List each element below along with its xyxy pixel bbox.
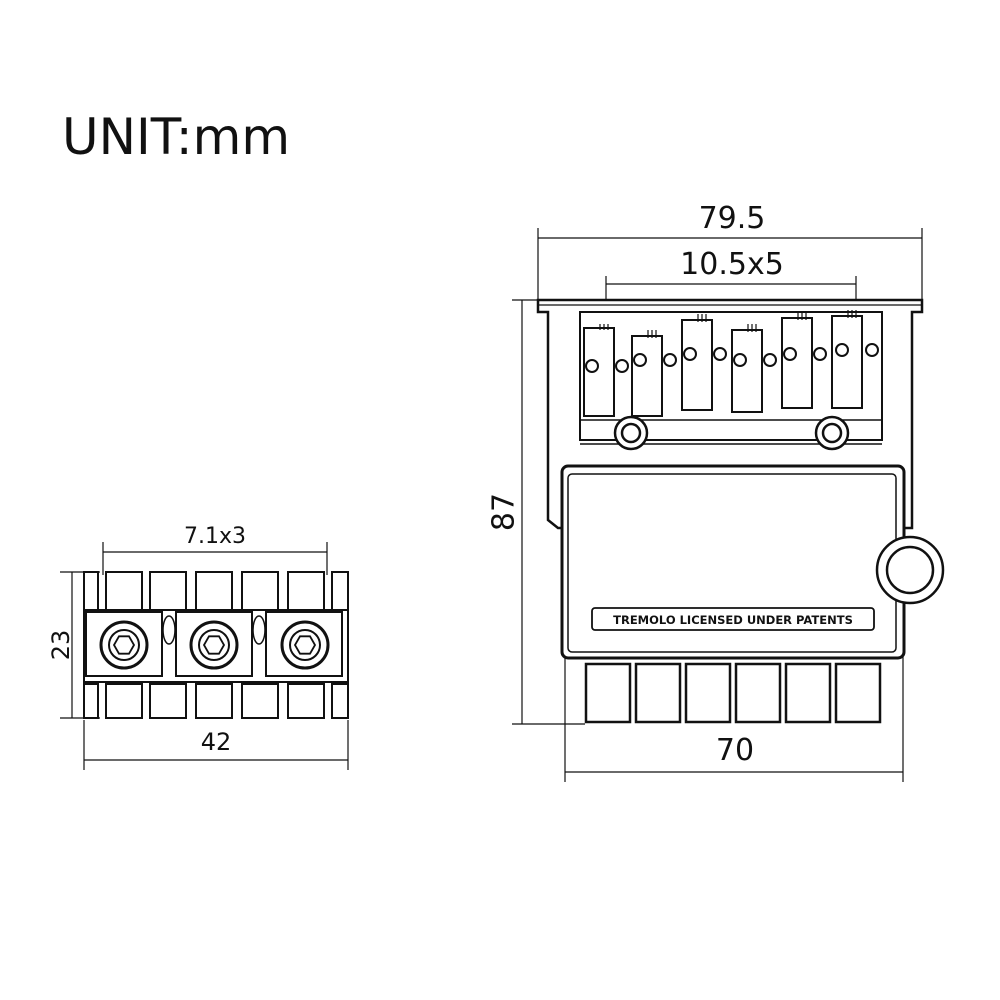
base-width-dimension: 70 <box>716 733 754 768</box>
saddles <box>583 315 863 417</box>
hex-screws <box>99 620 330 670</box>
string-spacing-dimension: 10.5x5 <box>680 247 784 282</box>
width-dimension-left: 42 <box>201 728 232 756</box>
right-view: 79.5 10.5x5 87 70 <box>487 201 945 782</box>
fine-tuners <box>584 662 882 724</box>
unit-label: UNIT:mm <box>62 108 291 166</box>
height-dimension-left: 23 <box>47 630 75 661</box>
pitch-dimension: 7.1x3 <box>184 524 246 549</box>
patent-plate-text: TREMOLO LICENSED UNDER PATENTS <box>613 613 853 627</box>
left-view: 7.1x3 23 42 <box>47 524 349 770</box>
overall-width-dimension: 79.5 <box>699 201 766 236</box>
height-dimension-right: 87 <box>487 493 522 531</box>
